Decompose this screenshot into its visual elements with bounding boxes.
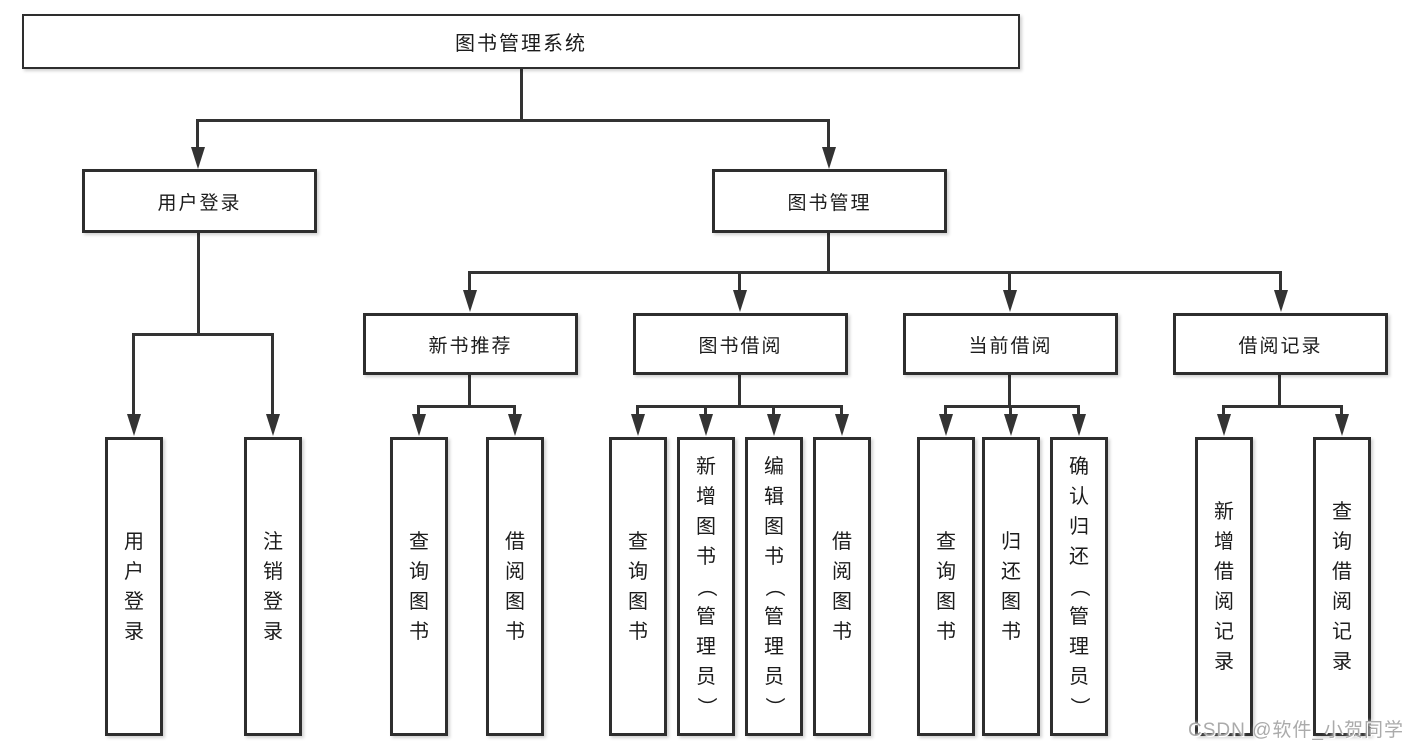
leaf-logout: 注销登录 xyxy=(244,437,302,736)
node-book-borrow: 图书借阅 xyxy=(633,313,848,375)
node-root-label: 图书管理系统 xyxy=(455,33,587,55)
node-root: 图书管理系统 xyxy=(22,14,1020,69)
connector-book-mgmt-stub xyxy=(827,233,830,273)
leaf-add-books-admin: 新增图书（管理员） xyxy=(677,437,735,736)
connector-section-rail xyxy=(1222,405,1343,408)
connector-section-rail xyxy=(417,405,516,408)
leaf-confirm-return-admin: 确认归还（管理员） xyxy=(1050,437,1108,736)
arrowhead-leaf xyxy=(1004,414,1018,436)
leaf-query-borrow-record-label: 查询借阅记录 xyxy=(1332,500,1352,673)
leaf-query-books-2-label: 查询图书 xyxy=(628,530,648,643)
connector-book-mgmt-drop xyxy=(827,119,830,153)
leaf-borrow-books-2-label: 借阅图书 xyxy=(832,530,852,643)
leaf-query-books-3: 查询图书 xyxy=(917,437,975,736)
leaf-user-login-label: 用户登录 xyxy=(124,530,144,643)
arrowhead-leaf xyxy=(939,414,953,436)
connector-leaf-drop xyxy=(513,405,516,419)
arrowhead-user-login xyxy=(191,147,205,169)
leaf-return-books-label: 归还图书 xyxy=(1001,530,1021,643)
connector-leaf-drop xyxy=(417,405,420,419)
leaf-add-borrow-record-label: 新增借阅记录 xyxy=(1214,500,1234,673)
arrowhead-leaf xyxy=(266,414,280,436)
node-user-login: 用户登录 xyxy=(82,169,317,233)
leaf-return-books: 归还图书 xyxy=(982,437,1040,736)
leaf-edit-books-admin-label: 编辑图书（管理员） xyxy=(763,455,785,717)
leaf-query-books-1: 查询图书 xyxy=(390,437,448,736)
connector-section-drop xyxy=(468,271,471,296)
node-book-mgmt-label: 图书管理 xyxy=(787,192,872,214)
connector-section-stub xyxy=(1008,375,1011,407)
connector-section-rail xyxy=(636,405,843,408)
connector-root-rail xyxy=(196,119,830,122)
connector-book-mgmt-rail xyxy=(468,271,1282,274)
connector-leaf-drop xyxy=(636,405,639,419)
connector-section-rail xyxy=(944,405,1080,408)
arrowhead-leaf xyxy=(767,414,781,436)
leaf-edit-books-admin: 编辑图书（管理员） xyxy=(745,437,803,736)
node-book-mgmt: 图书管理 xyxy=(712,169,947,233)
connector-leaf-drop xyxy=(840,405,843,419)
arrowhead-leaf xyxy=(835,414,849,436)
connector-section-drop xyxy=(738,271,741,296)
node-new-book-rec-label: 新书推荐 xyxy=(428,335,513,357)
arrowhead-section xyxy=(733,290,747,312)
node-borrow-records: 借阅记录 xyxy=(1173,313,1388,375)
node-new-book-rec: 新书推荐 xyxy=(363,313,578,375)
node-book-borrow-label: 图书借阅 xyxy=(698,335,783,357)
arrowhead-book-mgmt xyxy=(822,147,836,169)
arrowhead-section xyxy=(1274,290,1288,312)
connector-root-stub xyxy=(520,69,523,121)
leaf-query-books-2: 查询图书 xyxy=(609,437,667,736)
csdn-watermark: CSDN @软件_小贺同学 xyxy=(1188,720,1404,741)
leaf-query-books-1-label: 查询图书 xyxy=(409,530,429,643)
arrowhead-section xyxy=(1003,290,1017,312)
node-current-borrow-label: 当前借阅 xyxy=(968,335,1053,357)
leaf-add-books-admin-label: 新增图书（管理员） xyxy=(695,455,717,717)
arrowhead-leaf xyxy=(1335,414,1349,436)
connector-user-login-stub xyxy=(197,233,200,335)
connector-leaf-drop xyxy=(944,405,947,419)
arrowhead-leaf xyxy=(127,414,141,436)
connector-section-stub xyxy=(468,375,471,407)
leaf-borrow-books-1-label: 借阅图书 xyxy=(505,530,525,643)
connector-user-login-drop xyxy=(196,119,199,153)
arrowhead-leaf xyxy=(1072,414,1086,436)
connector-leaf-drop xyxy=(1009,405,1012,419)
arrowhead-leaf xyxy=(631,414,645,436)
connector-section-stub xyxy=(1278,375,1281,407)
leaf-borrow-books-1: 借阅图书 xyxy=(486,437,544,736)
arrowhead-leaf xyxy=(1217,414,1231,436)
connector-leaf-drop xyxy=(132,333,135,418)
leaf-query-borrow-record: 查询借阅记录 xyxy=(1313,437,1371,736)
connector-leaf-drop xyxy=(271,333,274,418)
leaf-borrow-books-2: 借阅图书 xyxy=(813,437,871,736)
leaf-query-books-3-label: 查询图书 xyxy=(936,530,956,643)
node-user-login-label: 用户登录 xyxy=(157,192,242,214)
arrowhead-section xyxy=(463,290,477,312)
connector-section-stub xyxy=(738,375,741,407)
connector-leaf-drop xyxy=(772,405,775,419)
connector-leaf-drop xyxy=(704,405,707,419)
connector-leaf-drop xyxy=(1077,405,1080,419)
leaf-confirm-return-admin-label: 确认归还（管理员） xyxy=(1068,455,1090,717)
connector-section-drop xyxy=(1008,271,1011,296)
leaf-add-borrow-record: 新增借阅记录 xyxy=(1195,437,1253,736)
leaf-user-login: 用户登录 xyxy=(105,437,163,736)
arrowhead-leaf xyxy=(412,414,426,436)
node-borrow-records-label: 借阅记录 xyxy=(1238,335,1323,357)
connector-section-drop xyxy=(1279,271,1282,296)
node-current-borrow: 当前借阅 xyxy=(903,313,1118,375)
connector-user-login-rail xyxy=(132,333,274,336)
arrowhead-leaf xyxy=(508,414,522,436)
connector-leaf-drop xyxy=(1222,405,1225,419)
leaf-logout-label: 注销登录 xyxy=(263,530,283,643)
arrowhead-leaf xyxy=(699,414,713,436)
connector-leaf-drop xyxy=(1340,405,1343,419)
